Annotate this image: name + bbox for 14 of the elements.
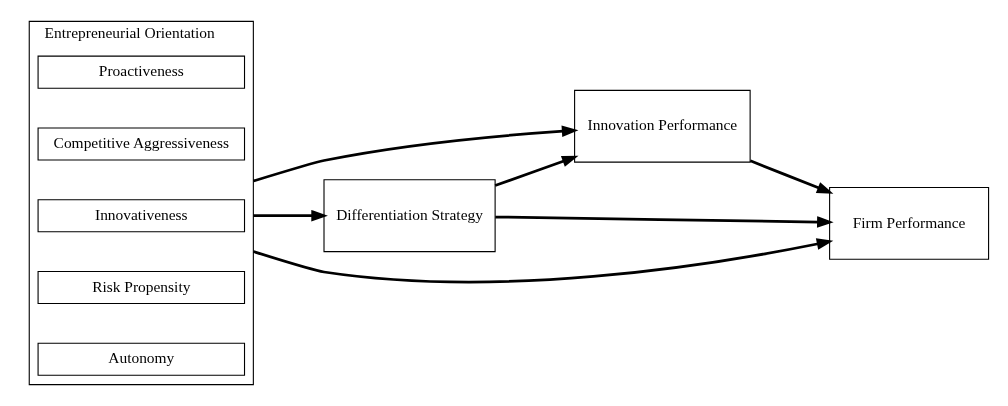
node-box: Risk Propensity <box>37 270 245 304</box>
arrow <box>252 125 578 183</box>
arrow <box>494 215 834 228</box>
arrow <box>252 209 328 222</box>
node-box: Proactiveness <box>37 55 245 89</box>
arrow <box>252 238 833 284</box>
node-box: Firm Performance <box>828 187 989 260</box>
node-box: Autonomy <box>37 342 245 376</box>
node-box: Innovativeness <box>37 199 245 233</box>
arrow <box>494 155 578 187</box>
arrow <box>749 159 833 194</box>
node-box: Competitive Aggressiveness <box>37 127 245 161</box>
node-box: Differentiation Strategy <box>322 179 496 253</box>
node-box: Innovation Performance <box>573 89 751 163</box>
